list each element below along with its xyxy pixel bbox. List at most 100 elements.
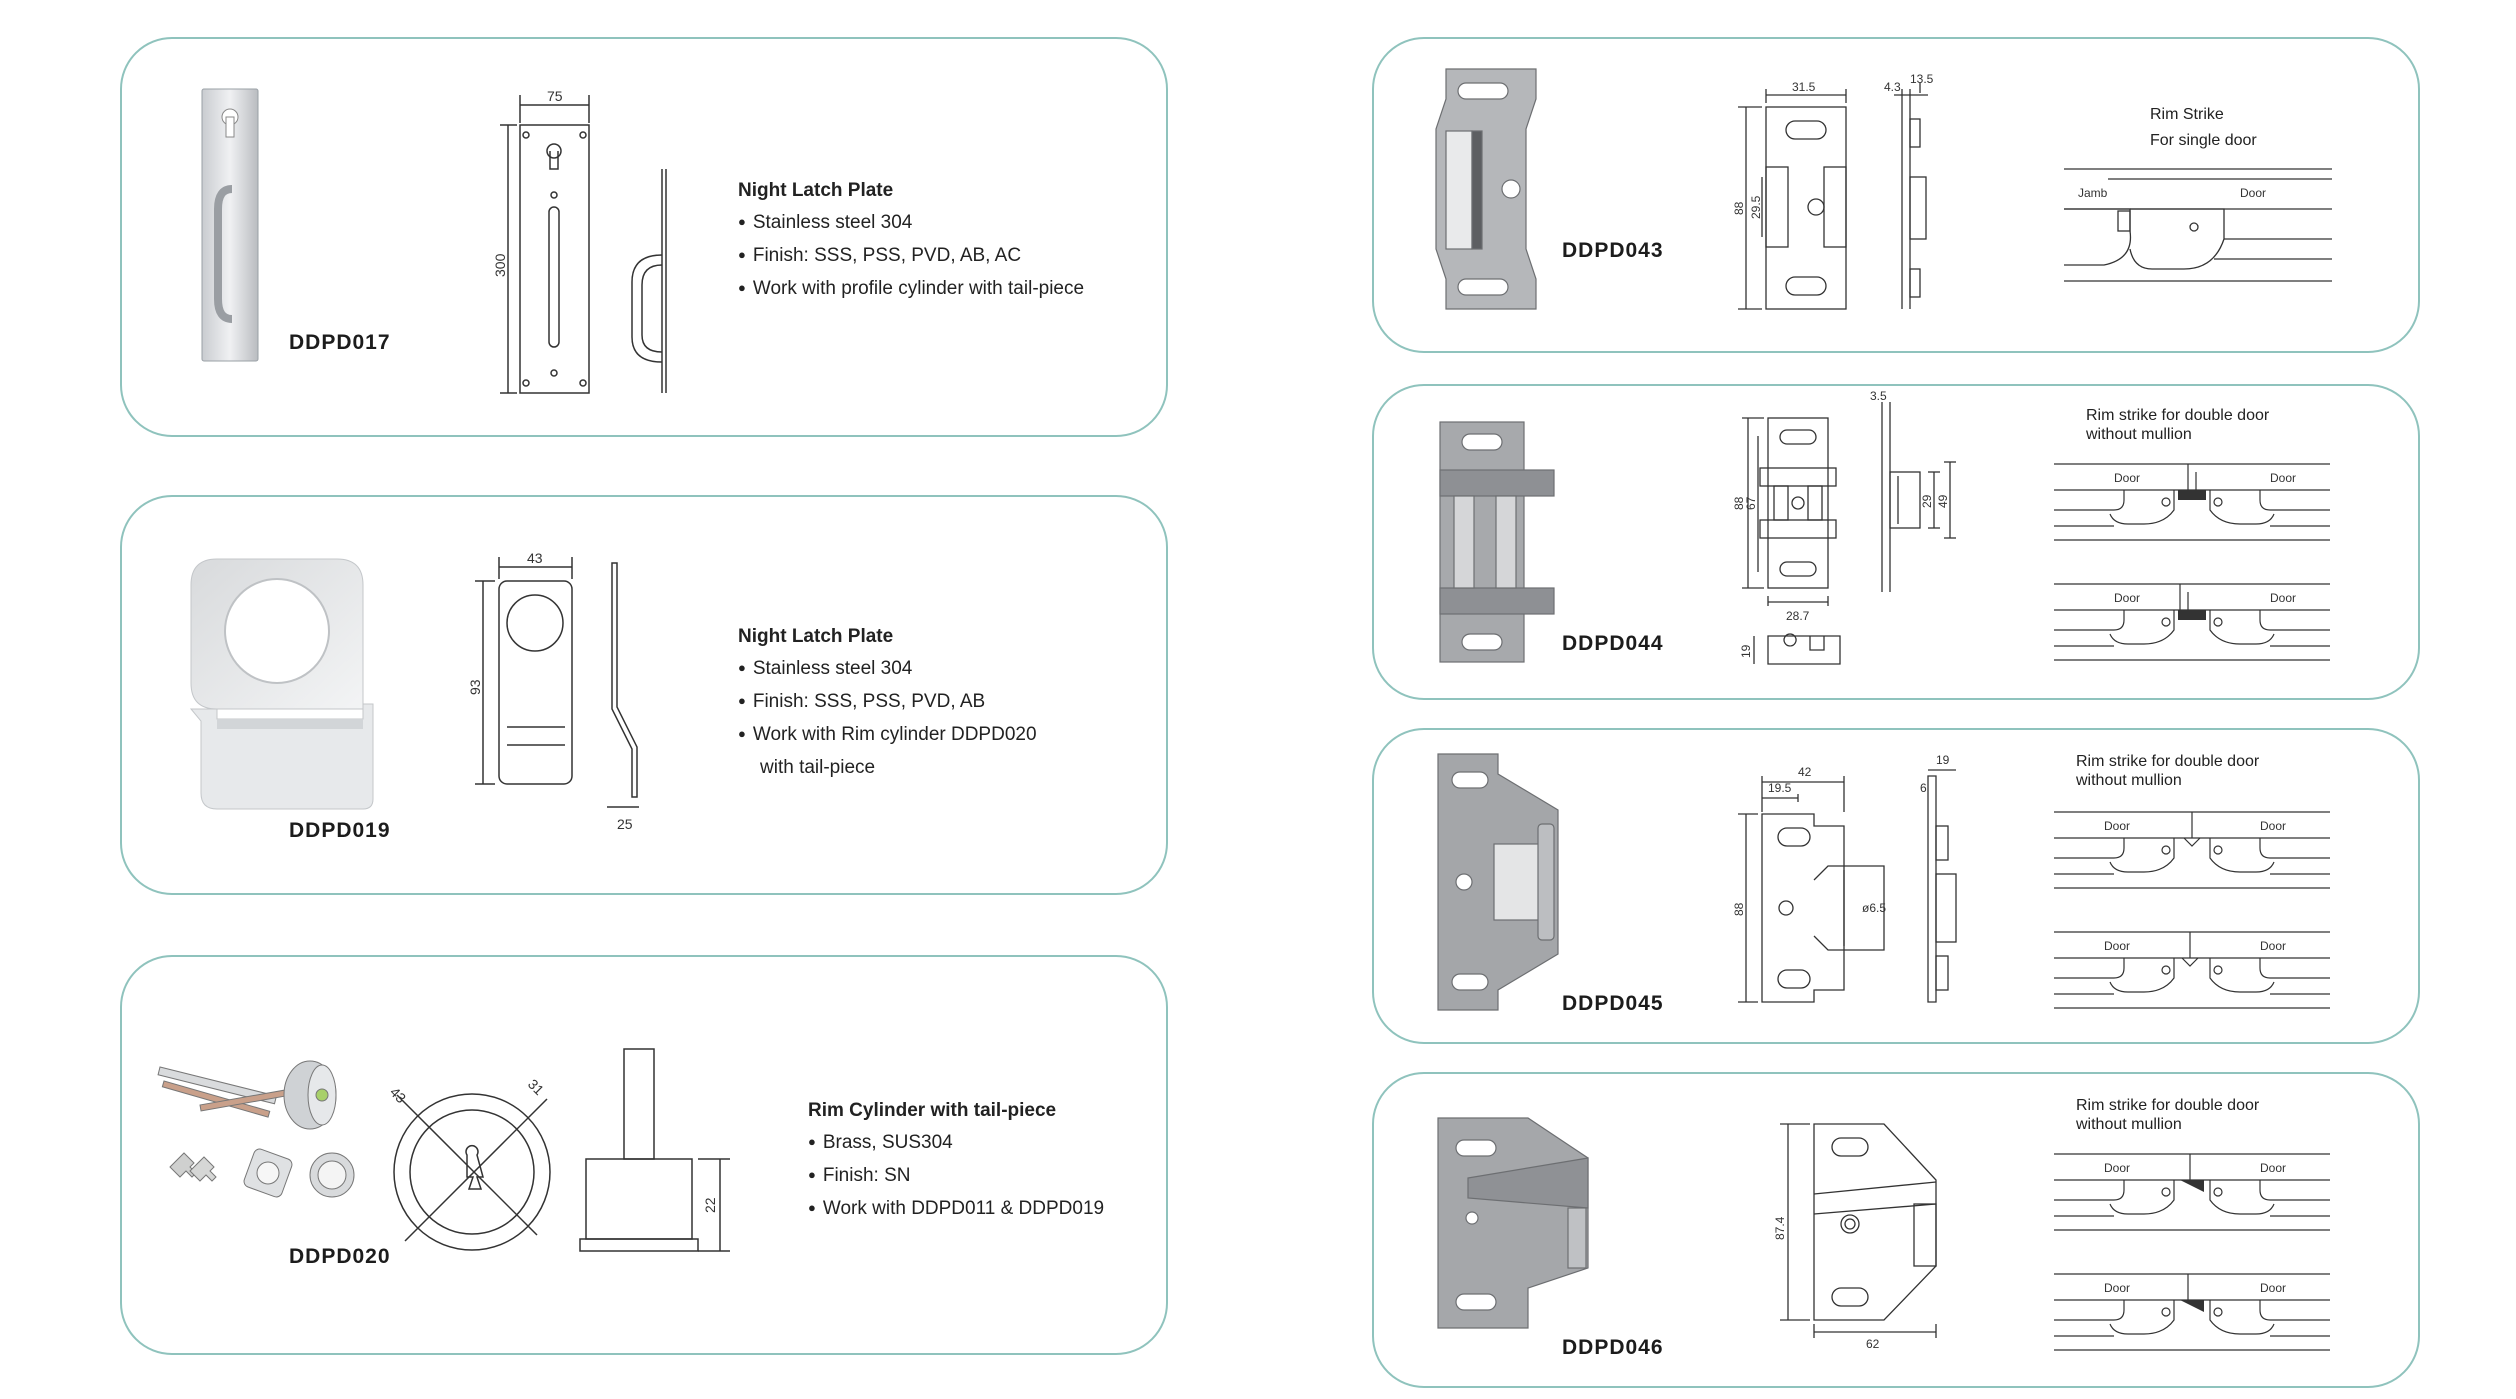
dim-height: 300: [492, 253, 508, 277]
dim-t2: 13.5: [1910, 72, 1934, 86]
dim-w2: 19.5: [1768, 781, 1792, 795]
strike-label-2: without mullion: [2086, 426, 2192, 443]
door-label-right: Door: [2260, 1161, 2286, 1175]
rim-strike-photo: [1435, 68, 1537, 310]
dim-h: 87.4: [1773, 1216, 1787, 1240]
door-label-left: Door: [2114, 591, 2140, 605]
single-door-section: Jamb Door: [2064, 168, 2332, 282]
double-door-section-top: Door Door: [2054, 1153, 2330, 1231]
product-code: DDPD043: [1562, 239, 1664, 262]
dim-height: 93: [467, 679, 483, 695]
door-label-left: Door: [2104, 1161, 2130, 1175]
dim-d: 29: [1920, 494, 1934, 508]
product-info: Night Latch Plate Stainless steel 304 Fi…: [738, 175, 1084, 306]
rim-strike-drawing: 31.5 4.3 13.5 88 29.5: [1732, 72, 1934, 310]
door-label-right: Door: [2260, 1281, 2286, 1295]
cylinder-pull-photo: [189, 558, 374, 810]
jamb-label: Jamb: [2078, 186, 2108, 200]
door-label: Door: [2240, 186, 2266, 200]
double-strike-photo: [1439, 421, 1555, 663]
night-latch-plate-drawing: 75 300: [492, 88, 667, 394]
rim-cylinder-photo: [157, 1060, 355, 1198]
door-label-left: Door: [2104, 1281, 2130, 1295]
dim-w: 42: [1798, 765, 1812, 779]
product-code: DDPD017: [289, 331, 391, 354]
product-info: Night Latch Plate Stainless steel 304 Fi…: [738, 621, 1037, 784]
dim-outer: 43: [387, 1084, 409, 1106]
bullet-material: Stainless steel 304: [738, 207, 1084, 240]
door-label-left: Door: [2104, 819, 2130, 833]
door-label-right: Door: [2270, 591, 2296, 605]
product-card-ddpd044: DDPD044 3.5 88 67 28.7 29 49 19: [1372, 384, 2420, 700]
bullet-finish: Finish: SN: [808, 1160, 1104, 1193]
strike-label-1: Rim Strike: [2150, 106, 2224, 123]
dim-width: 43: [527, 550, 543, 566]
product-title: Rim Cylinder with tail-piece: [808, 1100, 1057, 1121]
product-card-ddpd020: DDPD020 43 31 22 Rim Cylinder with tail-…: [120, 955, 1168, 1355]
bullet-finish: Finish: SSS, PSS, PVD, AB, AC: [738, 240, 1084, 273]
dim-h: 88: [1732, 201, 1746, 215]
double-strike-drawing: 3.5 88 67 28.7 29 49 19: [1732, 389, 1956, 665]
product-info: Rim Cylinder with tail-piece Brass, SUS3…: [808, 1095, 1104, 1226]
dim-h: 88: [1732, 902, 1746, 916]
dim-height: 22: [702, 1197, 718, 1213]
strike-label-2: For single door: [2150, 132, 2257, 149]
product-code: DDPD019: [289, 819, 391, 842]
dim-h: 88: [1732, 496, 1746, 510]
dim-h2: 29.5: [1749, 195, 1763, 219]
bullet-compat-cont: with tail-piece: [760, 757, 876, 778]
dim-t: 19: [1936, 753, 1950, 767]
angled-strike-photo: [1437, 1117, 1589, 1329]
door-label-right: Door: [2260, 819, 2286, 833]
double-door-section-bottom: Door Door: [2054, 583, 2330, 661]
angled-strike-drawing: 87.4 62: [1773, 1123, 1937, 1351]
product-code: DDPD020: [289, 1245, 391, 1268]
product-code: DDPD044: [1562, 632, 1664, 655]
cylinder-pull-drawing: 43 93 25: [467, 550, 639, 832]
strike-plate-photo: [1437, 753, 1559, 1011]
dim-inner: 31: [525, 1076, 547, 1098]
product-card-ddpd046: DDPD046 87.4 62 Rim strike for double do…: [1372, 1072, 2420, 1388]
bullet-finish: Finish: SSS, PSS, PVD, AB: [738, 686, 1037, 719]
dim-hole: ø6.5: [1862, 901, 1886, 915]
door-label-left: Door: [2104, 939, 2130, 953]
dim-t1: 4.3: [1884, 80, 1901, 94]
double-door-section-top: Door Door: [2054, 811, 2330, 889]
bullet-material: Stainless steel 304: [738, 653, 1037, 686]
dim-w: 62: [1866, 1337, 1880, 1351]
dim-s: 19: [1739, 644, 1753, 658]
dim-t: 3.5: [1870, 389, 1887, 403]
rim-cylinder-front-drawing: 43 31: [387, 1076, 551, 1251]
strike-plate-drawing: 42 19.5 88 ø6.5 19 6: [1732, 753, 1957, 1003]
product-code: DDPD046: [1562, 1336, 1664, 1359]
double-door-section-top: Door Door: [2054, 463, 2330, 541]
double-door-section-bottom: Door Door: [2054, 931, 2330, 1009]
strike-label-1: Rim strike for double door: [2076, 753, 2260, 770]
dim-depth: 25: [617, 816, 633, 832]
product-card-ddpd043: DDPD043 31.5 4.3 13.5 88 29.5 Rim Strike…: [1372, 37, 2420, 353]
dim-w: 28.7: [1786, 609, 1810, 623]
product-card-ddpd017: DDPD017 75 300 Night Latch Plate Stainle…: [120, 37, 1168, 437]
product-card-ddpd045: DDPD045 42 19.5 88 ø6.5 19 6 Rim strike …: [1372, 728, 2420, 1044]
dim-h2: 67: [1744, 496, 1758, 510]
strike-label-2: without mullion: [2076, 772, 2182, 789]
product-code: DDPD045: [1562, 992, 1664, 1015]
double-door-section-bottom: Door Door: [2054, 1273, 2330, 1351]
dim-w: 31.5: [1792, 80, 1816, 94]
door-label-left: Door: [2114, 471, 2140, 485]
bullet-compat: Work with profile cylinder with tail-pie…: [738, 273, 1084, 306]
night-latch-plate-photo: [201, 88, 259, 362]
door-label-right: Door: [2270, 471, 2296, 485]
rim-cylinder-side-drawing: 22: [579, 1048, 730, 1252]
bullet-material: Brass, SUS304: [808, 1127, 1104, 1160]
strike-label-1: Rim strike for double door: [2076, 1097, 2260, 1114]
product-title: Night Latch Plate: [738, 180, 894, 201]
strike-label-2: without mullion: [2076, 1116, 2182, 1133]
product-title: Night Latch Plate: [738, 626, 894, 647]
bullet-compat: Work with DDPD011 & DDPD019: [808, 1193, 1104, 1226]
bullet-compat: Work with Rim cylinder DDPD020: [738, 719, 1037, 752]
dim-t2: 6: [1920, 781, 1927, 795]
dim-width: 75: [547, 88, 563, 104]
dim-d2: 49: [1936, 494, 1950, 508]
door-label-right: Door: [2260, 939, 2286, 953]
